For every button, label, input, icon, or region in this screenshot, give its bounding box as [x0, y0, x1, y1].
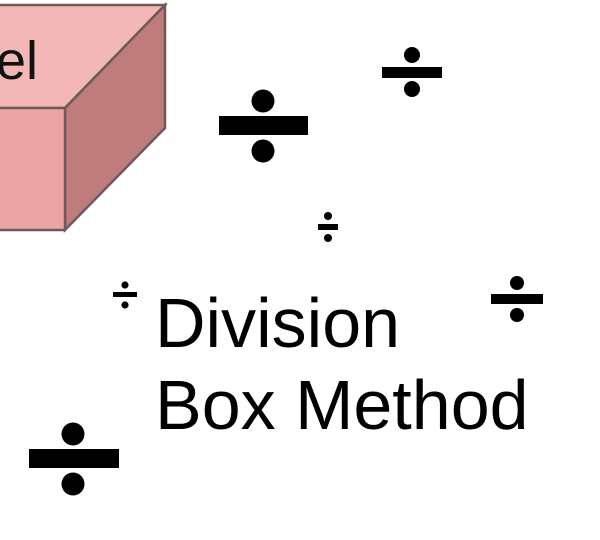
box-label: el — [0, 31, 39, 91]
title-line-1: Division — [155, 284, 401, 362]
division-sign-icon — [113, 281, 137, 309]
slide-title: Division Box Method — [155, 282, 529, 446]
division-sign-icon — [318, 212, 338, 242]
pink-box-shape — [0, 1, 168, 234]
division-sign-icon — [491, 276, 543, 322]
title-line-2: Box Method — [155, 366, 529, 444]
division-sign-icon — [219, 89, 308, 163]
division-sign-icon — [382, 47, 442, 97]
division-sign-icon — [29, 422, 119, 496]
box-front-face — [0, 106, 67, 232]
